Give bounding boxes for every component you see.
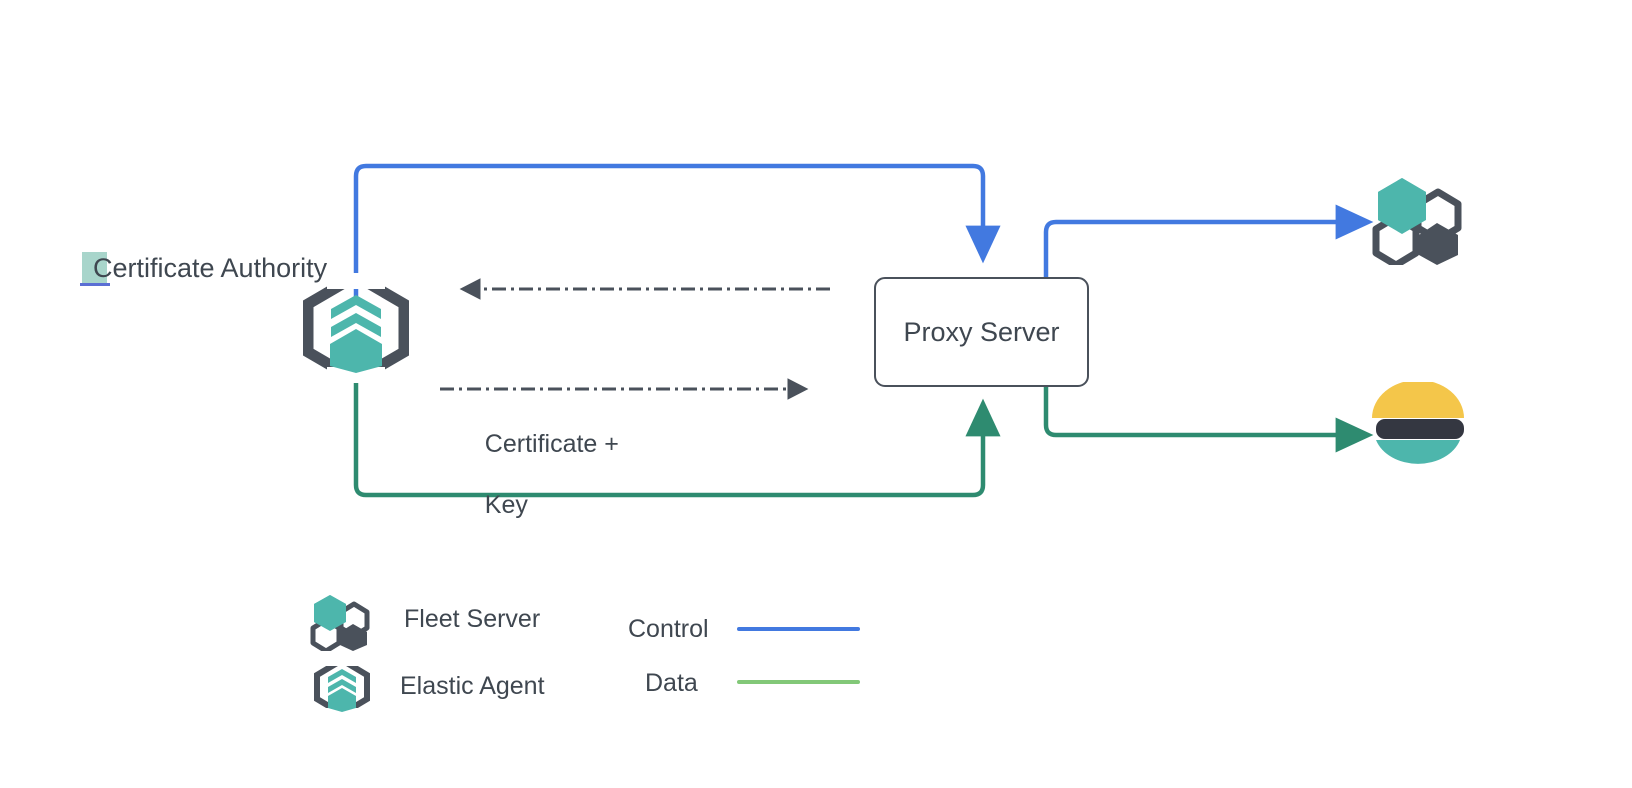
data-edge-agent-to-proxy — [353, 360, 1001, 498]
elastic-agent-icon — [302, 267, 410, 391]
text-selection-highlight — [82, 252, 107, 284]
legend-elastic-agent-icon — [313, 654, 371, 722]
fleet-server-icon — [1369, 175, 1465, 269]
elasticsearch-icon — [1370, 380, 1466, 474]
legend-line-swatch-control — [737, 627, 860, 631]
legend-item-label-elastic-agent: Elastic Agent — [400, 672, 545, 700]
legend-fleet-server-icon — [308, 593, 372, 654]
legend-line-label-data: Data — [645, 669, 698, 697]
data-edge-proxy-to-elasticsearch — [1043, 370, 1374, 453]
control-edge-proxy-to-fleet — [1043, 204, 1374, 300]
legend-line-swatch-data — [737, 680, 860, 684]
proxy-server-node[interactable] — [874, 277, 1089, 387]
text-selection-underline — [80, 283, 110, 286]
proxy-server-label: Proxy Server — [903, 317, 1060, 347]
certificate-authority-label: Certificate Authority — [93, 253, 328, 283]
legend-item-label-fleet-server: Fleet Server — [404, 605, 541, 633]
certificate-key-label: Certificate + Key — [457, 398, 619, 551]
legend-line-label-control: Control — [628, 615, 709, 643]
control-edge-agent-to-proxy — [353, 163, 1001, 300]
certificate-key-line2: Key — [484, 490, 528, 519]
certificate-key-line1: Certificate + — [484, 429, 619, 458]
